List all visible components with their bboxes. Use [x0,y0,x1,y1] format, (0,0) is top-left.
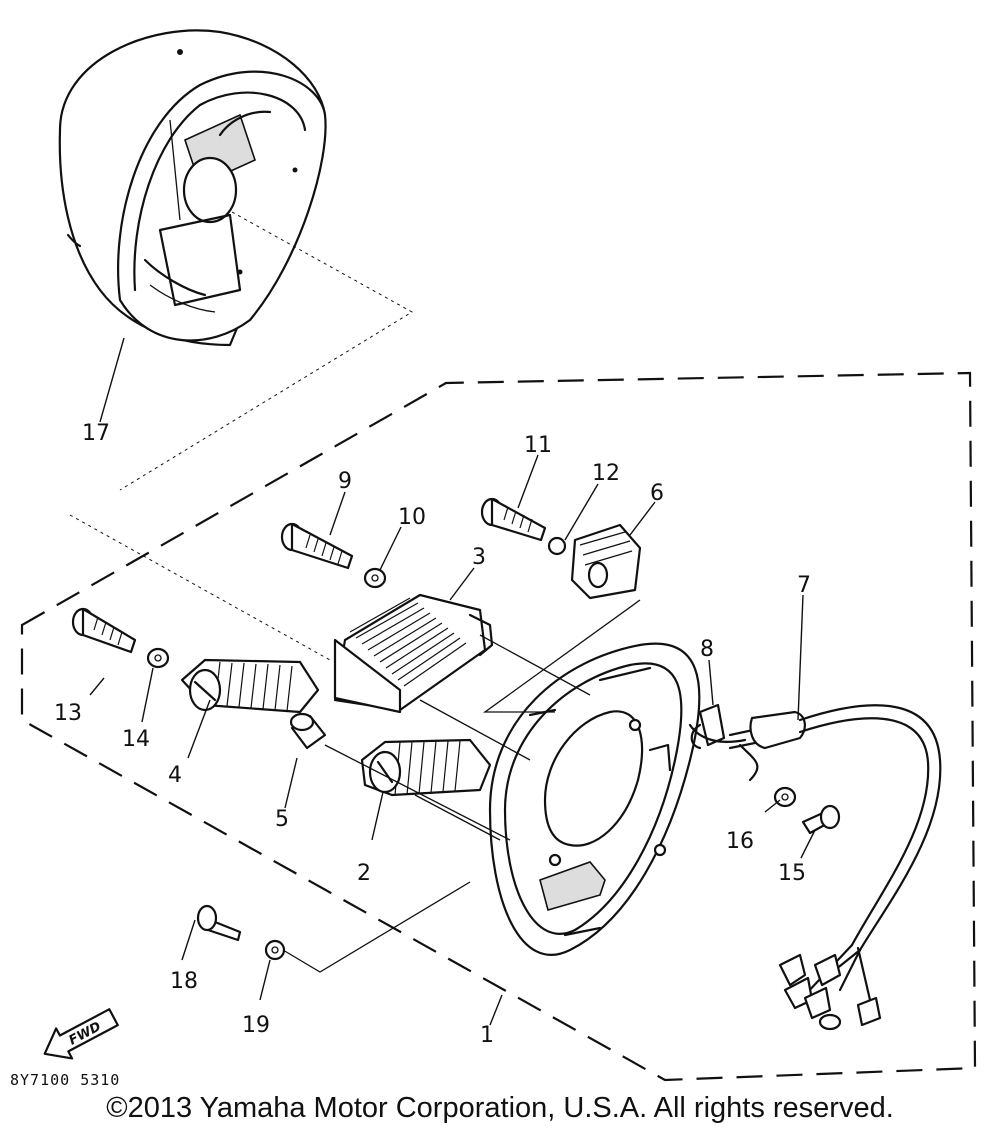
diagram-code: 8Y7100 5310 [10,1071,120,1089]
part-label-10: 10 [398,505,426,530]
wire-harness-part-7 [688,704,942,1031]
screw-part-13 [71,607,137,654]
part-label-13: 13 [54,701,82,726]
charge-coil-part-3 [333,593,494,714]
part-label-16: 16 [726,829,754,854]
part-label-1: 1 [480,1023,494,1048]
washer-part-19 [264,939,286,961]
washer-part-10 [363,567,387,589]
part-label-2: 2 [357,861,371,886]
part-label-19: 19 [242,1013,270,1038]
copyright-notice: ©2013 Yamaha Motor Corporation, U.S.A. A… [106,1092,894,1124]
screw-part-11 [480,497,547,542]
collar-part-5 [289,712,327,750]
part-label-6: 6 [650,481,664,506]
alignment-line [119,211,413,491]
part-label-4: 4 [168,763,182,788]
source-coil-part-2 [360,738,492,797]
part-label-18: 18 [170,969,198,994]
washer-part-14 [146,647,170,669]
stator-plate-part-1 [488,642,701,956]
part-label-7: 7 [797,573,811,598]
part-label-15: 15 [778,861,806,886]
part-label-3: 3 [472,545,486,570]
cable-clamp-part-8 [690,703,726,750]
part-label-11: 11 [524,433,552,458]
forward-arrow-icon: FWD [43,1008,119,1060]
part-label-14: 14 [122,727,150,752]
washer-part-12 [547,536,567,556]
flywheel-rotor-part [58,29,327,347]
part-label-12: 12 [592,461,620,486]
part-label-8: 8 [700,637,714,662]
part-label-9: 9 [338,469,352,494]
bolt-part-18 [196,904,242,942]
exploded-parts-diagram: 17 9 10 11 12 6 3 7 8 13 14 4 5 2 16 15 … [10,29,977,1089]
part-label-5: 5 [275,807,289,832]
washer-part-16 [773,786,797,808]
pulser-coil-part-6 [570,523,642,600]
screw-part-9 [280,522,354,570]
assembly-boundary [20,371,977,1082]
part-label-17: 17 [82,421,110,446]
lighting-coil-part-4 [180,658,320,714]
alignment-line [69,514,331,661]
screw-part-15 [801,804,841,835]
